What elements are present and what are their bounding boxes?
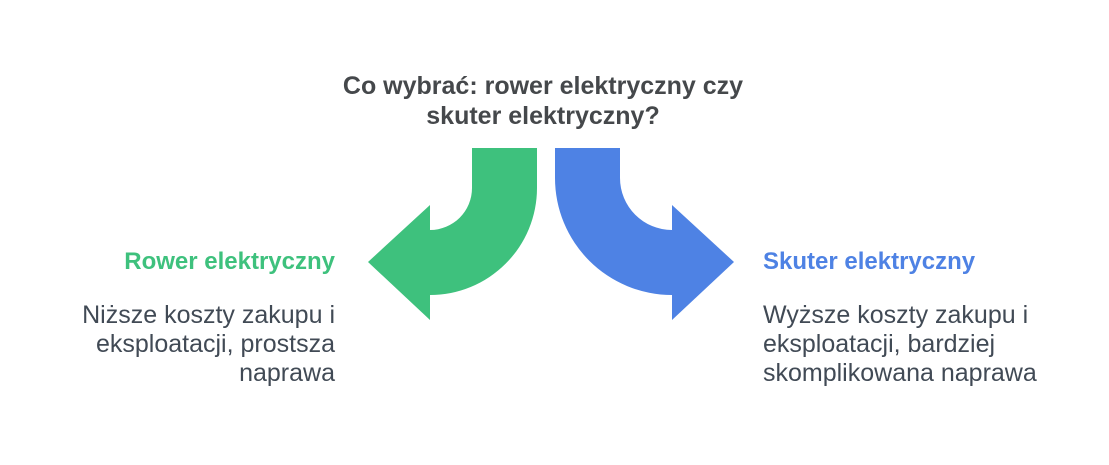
option-right-description: Wyższe koszty zakupu i eksploatacji, bar…: [763, 301, 1037, 387]
curved-arrow-left-icon: [368, 148, 537, 320]
option-right-escooter: Skuter elektryczny Wyższe koszty zakupu …: [763, 248, 1083, 388]
option-right-heading: Skuter elektryczny: [763, 248, 976, 275]
page-title-line1: Co wybrać: rower elektryczny czy: [342, 72, 744, 100]
branch-arrows: [368, 148, 734, 320]
option-left-heading: Rower elektryczny: [124, 248, 335, 275]
option-left-ebike: Rower elektryczny Niższe koszty zakupu i…: [30, 248, 335, 388]
option-left-description: Niższe koszty zakupu i eksploatacji, pro…: [82, 301, 335, 387]
curved-arrow-right-icon: [555, 148, 734, 320]
page-title: Co wybrać: rower elektryczny czy skuter …: [283, 71, 803, 131]
page-title-line2: skuter elektryczny?: [426, 102, 660, 130]
